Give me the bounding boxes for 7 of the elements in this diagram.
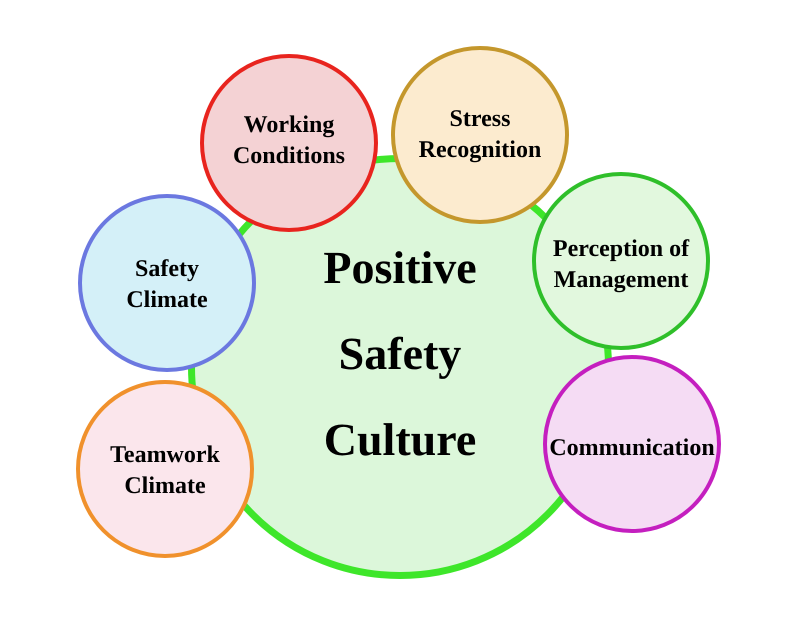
- topic-label: Teamwork Climate: [109, 441, 221, 501]
- topic-label: Perception of Management: [552, 235, 690, 295]
- topic-label: Stress Recognition: [418, 105, 542, 165]
- topic-label: Safety Climate: [125, 255, 209, 315]
- hub-label: Positive Safety Culture: [322, 241, 478, 467]
- topic-label: Communication: [549, 434, 715, 462]
- topic-label: Working Conditions: [232, 111, 346, 171]
